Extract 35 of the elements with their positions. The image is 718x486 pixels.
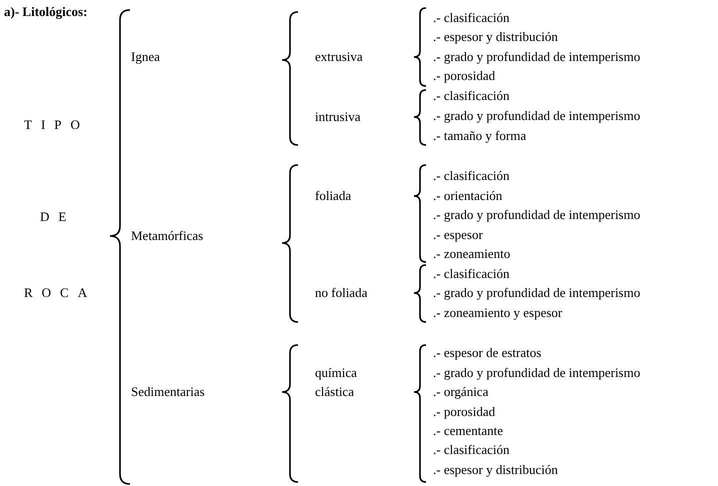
list-item: .- orgánica	[433, 384, 488, 400]
list-item: .- clasificación	[433, 168, 510, 184]
spaced-label: TIPO	[24, 118, 89, 132]
heading: a)- Litológicos:	[4, 4, 88, 20]
list-item: .- porosidad	[433, 404, 496, 420]
list-item: .- orientación	[433, 188, 502, 204]
subcategory-label: extrusiva	[315, 50, 363, 64]
list-item: .- espesor	[433, 228, 483, 242]
list-item: .- grado y profundidad de intemperismo	[433, 286, 640, 300]
category-label: Ignea	[131, 50, 160, 64]
subcategory-label: intrusiva	[315, 110, 360, 124]
subcategory-label: foliada	[315, 188, 352, 204]
list-item: .- tamaño y forma	[433, 128, 526, 144]
list-item: .- porosidad	[433, 68, 496, 84]
list-item: .- espesor y distribución	[433, 30, 558, 44]
subcategory-label: química	[315, 366, 357, 380]
spaced-label: ROCA	[24, 286, 96, 300]
list-item: .- zoneamiento y espesor	[433, 306, 562, 320]
list-item: .- espesor y distribución	[433, 462, 558, 478]
subcategory-label: no foliada	[315, 286, 368, 300]
list-item: .- grado y profundidad de intemperismo	[433, 208, 640, 222]
list-item: .- clasificación	[433, 88, 510, 104]
list-item: .- zoneamiento	[433, 246, 510, 262]
list-item: .- cementante	[433, 424, 504, 438]
list-item: .- clasificación	[433, 442, 510, 458]
list-item: .- grado y profundidad de intemperismo	[433, 108, 640, 124]
subcategory-label: clástica	[315, 384, 354, 400]
list-item: .- clasificación	[433, 266, 510, 282]
list-item: .- grado y profundidad de intemperismo	[433, 50, 640, 64]
list-item: .- espesor de estratos	[433, 346, 542, 360]
spaced-label: DE	[40, 210, 76, 224]
category-label: Metamórficas	[131, 228, 204, 244]
category-label: Sedimentarias	[131, 384, 205, 400]
list-item: .- grado y profundidad de intemperismo	[433, 366, 640, 380]
list-item: .- clasificación	[433, 10, 510, 26]
